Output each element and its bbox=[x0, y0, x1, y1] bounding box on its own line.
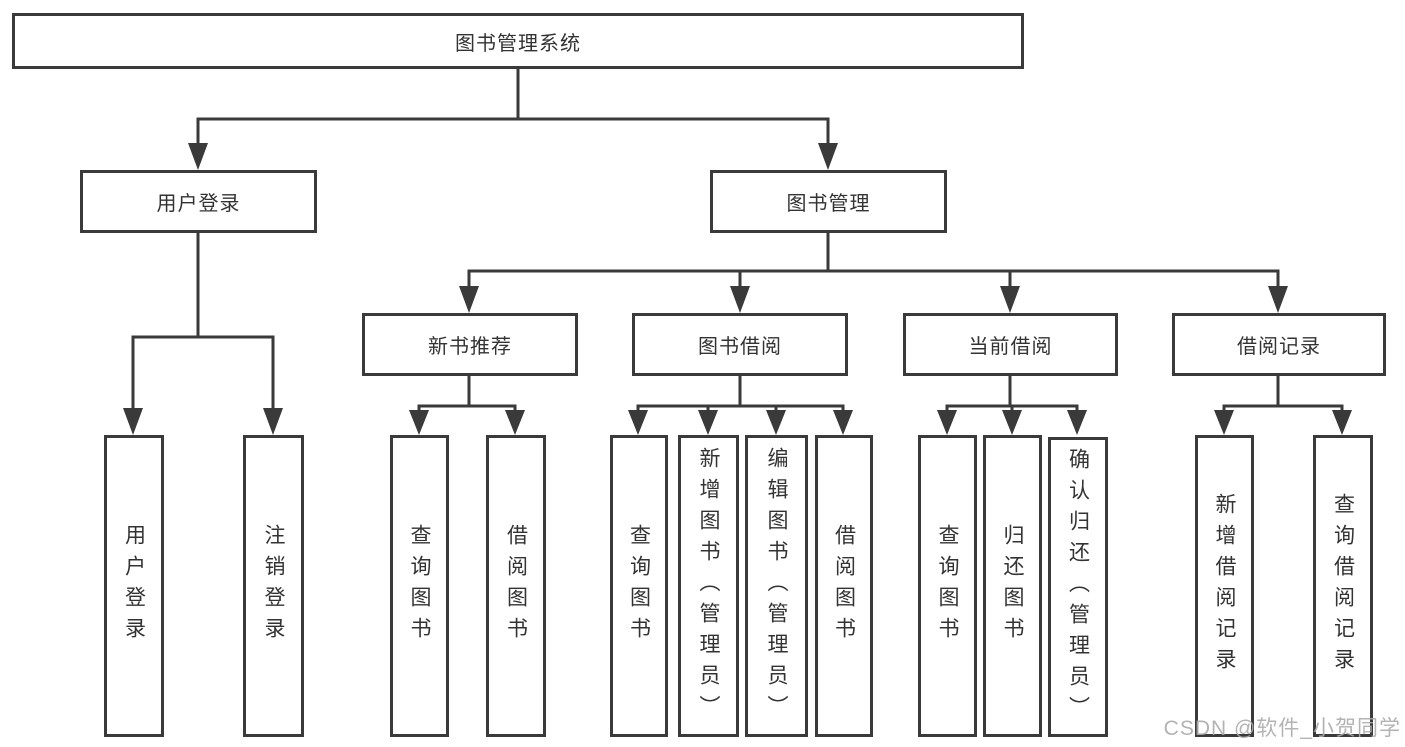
node-leaf-cb-query-books: 查询图书 bbox=[918, 435, 977, 737]
node-leaf-bb-edit-books: 编辑图书（管理员） bbox=[745, 435, 808, 737]
node-leaf-cb-confirm-return: 确认归还（管理员） bbox=[1048, 437, 1108, 737]
connector-current-borrow-to-leaves bbox=[937, 373, 1087, 435]
connector-root-to-level2 bbox=[188, 66, 838, 170]
node-leaf-bb-add-books-label: 新增图书（管理员） bbox=[697, 446, 720, 726]
node-leaf-br-add-record: 新增借阅记录 bbox=[1195, 435, 1254, 737]
node-leaf-bb-query-books: 查询图书 bbox=[610, 435, 668, 737]
node-leaf-user-login: 用户登录 bbox=[104, 435, 164, 737]
node-leaf-bb-edit-books-label: 编辑图书（管理员） bbox=[765, 446, 788, 726]
node-leaf-br-query-record-label: 查询借阅记录 bbox=[1331, 493, 1355, 679]
node-borrow-records: 借阅记录 bbox=[1172, 313, 1386, 376]
node-leaf-nb-borrow-books: 借阅图书 bbox=[486, 435, 546, 737]
node-leaf-cb-return-books-label: 归还图书 bbox=[1001, 524, 1024, 648]
node-borrow-records-label: 借阅记录 bbox=[1237, 336, 1321, 358]
connector-book-borrow-to-leaves bbox=[628, 373, 853, 435]
node-book-borrow-label: 图书借阅 bbox=[698, 336, 782, 358]
node-leaf-br-query-record: 查询借阅记录 bbox=[1313, 435, 1373, 737]
node-leaf-cb-confirm-return-label: 确认归还（管理员） bbox=[1066, 447, 1090, 727]
node-leaf-nb-query-books: 查询图书 bbox=[390, 435, 449, 737]
connector-borrow-records-to-leaves bbox=[1214, 373, 1352, 435]
node-new-book-recommend: 新书推荐 bbox=[362, 313, 578, 376]
node-leaf-nb-borrow-books-label: 借阅图书 bbox=[504, 524, 528, 648]
node-leaf-bb-borrow-books-label: 借阅图书 bbox=[832, 524, 856, 648]
node-leaf-nb-query-books-label: 查询图书 bbox=[408, 524, 431, 648]
node-leaf-user-login-label: 用户登录 bbox=[122, 524, 146, 648]
connector-user-login-to-leaves bbox=[123, 230, 283, 435]
node-user-login: 用户登录 bbox=[80, 170, 317, 233]
node-book-management-label: 图书管理 bbox=[786, 193, 871, 215]
connector-book-management-to-level3 bbox=[459, 230, 1288, 313]
node-book-management: 图书管理 bbox=[710, 170, 947, 233]
connector-new-book-recommend-to-leaves bbox=[409, 373, 525, 435]
node-root-label: 图书管理系统 bbox=[455, 32, 581, 55]
node-leaf-cb-return-books: 归还图书 bbox=[983, 435, 1042, 737]
node-leaf-bb-add-books: 新增图书（管理员） bbox=[678, 435, 739, 737]
node-leaf-logout-label: 注销登录 bbox=[262, 524, 285, 648]
node-root: 图书管理系统 bbox=[12, 13, 1024, 69]
node-book-borrow: 图书借阅 bbox=[632, 313, 848, 376]
node-leaf-bb-query-books-label: 查询图书 bbox=[627, 524, 651, 648]
node-leaf-bb-borrow-books: 借阅图书 bbox=[815, 435, 873, 737]
node-user-login-label: 用户登录 bbox=[156, 193, 241, 215]
node-leaf-logout: 注销登录 bbox=[243, 435, 304, 737]
node-new-book-recommend-label: 新书推荐 bbox=[428, 336, 512, 358]
node-leaf-br-add-record-label: 新增借阅记录 bbox=[1213, 493, 1236, 679]
node-current-borrow: 当前借阅 bbox=[903, 313, 1118, 376]
node-current-borrow-label: 当前借阅 bbox=[968, 336, 1053, 358]
node-leaf-cb-query-books-label: 查询图书 bbox=[936, 524, 959, 648]
